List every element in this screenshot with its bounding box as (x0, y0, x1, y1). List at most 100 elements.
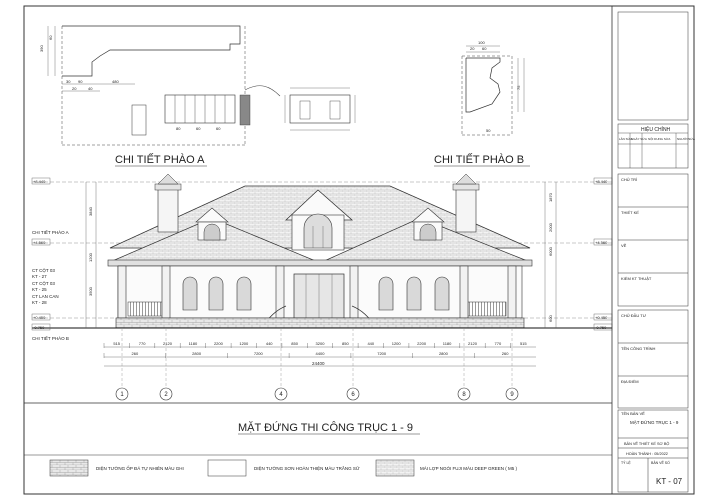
height-dim-lines (85, 182, 557, 328)
side-label-kt28: KT - 28 (32, 300, 47, 305)
hdim-2: 1200 (88, 252, 93, 262)
detail-a-title: CHI TIẾT PHÀO A (115, 153, 205, 166)
revision-col-3: NỘI DUNG SỬA (648, 136, 670, 141)
detail-a-dim-60b: 60 (196, 126, 201, 131)
revision-header: HIỆU CHỈNH (641, 125, 671, 133)
detail-b-dim-50: 50 (486, 128, 491, 133)
dim-row1-label-11: 1200 (392, 341, 402, 346)
dims-total: 24400 (312, 361, 325, 366)
label-sheet-no: BẢN VẼ SỐ (651, 460, 670, 465)
dim-row2-label-5: 2800 (439, 351, 449, 356)
axis-1: 1 (120, 392, 124, 398)
detail-a-dim-60c: 60 (216, 126, 221, 131)
dim-row1-label-16: 515 (520, 341, 527, 346)
dim-row2-label-2: 7200 (254, 351, 264, 356)
detail-b-dim-60: 60 (482, 46, 487, 51)
dim-row2-label-1: 2800 (192, 351, 202, 356)
dim-row1-label-9: 850 (342, 341, 349, 346)
logo-box (617, 11, 689, 121)
label-scale: TỶ LỆ (621, 460, 631, 465)
label-dia-diem: ĐỊA ĐIỂM (621, 379, 639, 384)
legend-swatch-paint (207, 459, 247, 477)
detail-b-dim-20: 20 (470, 46, 475, 51)
levels-left (31, 177, 51, 331)
hdim-3: 3500 (88, 286, 93, 296)
side-label-cot-03a: CT CỘT 03 (32, 267, 55, 273)
dim-row1-label-15: 770 (495, 341, 502, 346)
hdim-1: 3840 (88, 206, 93, 216)
label-thiet-ke: THIẾT KẾ (621, 210, 639, 215)
legend-swatch-roof (375, 459, 415, 477)
legend-swatch-stone (49, 459, 89, 477)
dim-row1-label-14: 2120 (468, 341, 478, 346)
dim-row1-label-6: 440 (266, 341, 273, 346)
value-sheet-no: KT - 07 (656, 477, 683, 486)
value-stage: BẢN VẼ THIẾT KẾ SƠ BỘ (624, 441, 669, 446)
side-label-phao-a: CHI TIẾT PHÀO A (32, 229, 69, 235)
hdim-4: 6000 (548, 246, 553, 256)
dim-row1-label-5: 1200 (239, 341, 249, 346)
level-right-4: -0.750 (595, 325, 607, 330)
level-left-2: +4.560 (33, 240, 46, 245)
dim-row1-label-13: 1180 (443, 341, 452, 346)
chimney-left (154, 173, 182, 233)
detail-b-dim-75: 75 (516, 85, 521, 90)
revision-col-2: NGÀY SỬA (631, 136, 647, 141)
dim-row1-label-2: 2120 (163, 341, 173, 346)
legend-stone-label: DIỆN TƯỜNG ỐP ĐÁ TỰ NHIÊN MÀU GHI (96, 464, 184, 471)
label-kiem-kt: KIỂM KT THUẬT (621, 276, 652, 281)
legend-paint-label: DIỆN TƯỜNG SƠN HOÀN THIỆN MÀU TRẮNG SỮ (254, 464, 360, 471)
dim-row1-label-1: 770 (139, 341, 146, 346)
hdim-7: 600 (548, 315, 553, 322)
detail-a-dim-30: 30 (66, 79, 71, 84)
side-label-cot-03b: CT CỘT 03 (32, 280, 55, 286)
grid-axis-bubbles (115, 387, 519, 401)
revision-box (617, 123, 689, 169)
dormer-left (195, 207, 229, 241)
detail-b-dim-100: 100 (478, 40, 485, 45)
porch-railing-right (467, 301, 507, 317)
dormer-right (411, 207, 445, 241)
stone-base (115, 317, 525, 329)
side-label-lan-can: CT LAN CAN (32, 294, 59, 299)
axis-2: 2 (164, 392, 168, 398)
detail-b (461, 45, 525, 136)
detail-a-dim-40: 40 (88, 86, 93, 91)
elevation-title: MẶT ĐỨNG THI CÔNG TRỤC 1 - 9 (238, 421, 413, 434)
dim-row1-label-3: 1180 (189, 341, 198, 346)
dim-row1-label-0: 515 (113, 341, 120, 346)
label-chu-dau-tu: CHỦ ĐẦU TƯ (621, 313, 647, 318)
label-ve: VẼ (621, 243, 627, 248)
value-ten-ban-ve: MẶT ĐỨNG TRỤC 1 - 9 (630, 419, 679, 425)
signature-rows (617, 173, 689, 493)
center-arch-window (303, 213, 333, 249)
sheet-border (23, 5, 695, 495)
label-chu-tri: CHỦ TRÌ (621, 177, 637, 182)
detail-b-title: CHI TIẾT PHÀO B (434, 153, 524, 166)
dim-row2-label-3: 4400 (316, 351, 326, 356)
dim-row2-label-4: 7200 (377, 351, 387, 356)
revision-col-1: LẦN SỬA (619, 136, 632, 141)
detail-a-dim-80: 80 (176, 126, 181, 131)
detail-a-dim-20: 20 (72, 86, 77, 91)
hdim-5: 1870 (548, 192, 553, 202)
revision-col-4: NGƯỜI SỬA (677, 136, 695, 141)
hdim-6: 2000 (548, 222, 553, 232)
axis-6: 6 (351, 392, 355, 398)
value-completed: HOÀN THÀNH : 05/2022 (626, 452, 668, 456)
porch-railing-left (127, 301, 163, 317)
level-right-1: +8.440 (595, 179, 608, 184)
detail-a-dim-90: 90 (78, 79, 83, 84)
label-ten-cong-trinh: TÊN CÔNG TRÌNH (621, 346, 655, 351)
columns (117, 265, 517, 319)
level-right-2: +4.560 (595, 240, 608, 245)
level-left-4: -0.750 (33, 325, 45, 330)
levels-right (593, 177, 613, 331)
side-label-phao-b: CHI TIẾT PHÀO B (32, 335, 69, 341)
dim-row2-label-6: 260 (502, 351, 509, 356)
dim-row1-label-12: 2200 (417, 341, 427, 346)
detail-a-dim-60: 60 (48, 35, 53, 40)
chimney-right (452, 173, 480, 233)
